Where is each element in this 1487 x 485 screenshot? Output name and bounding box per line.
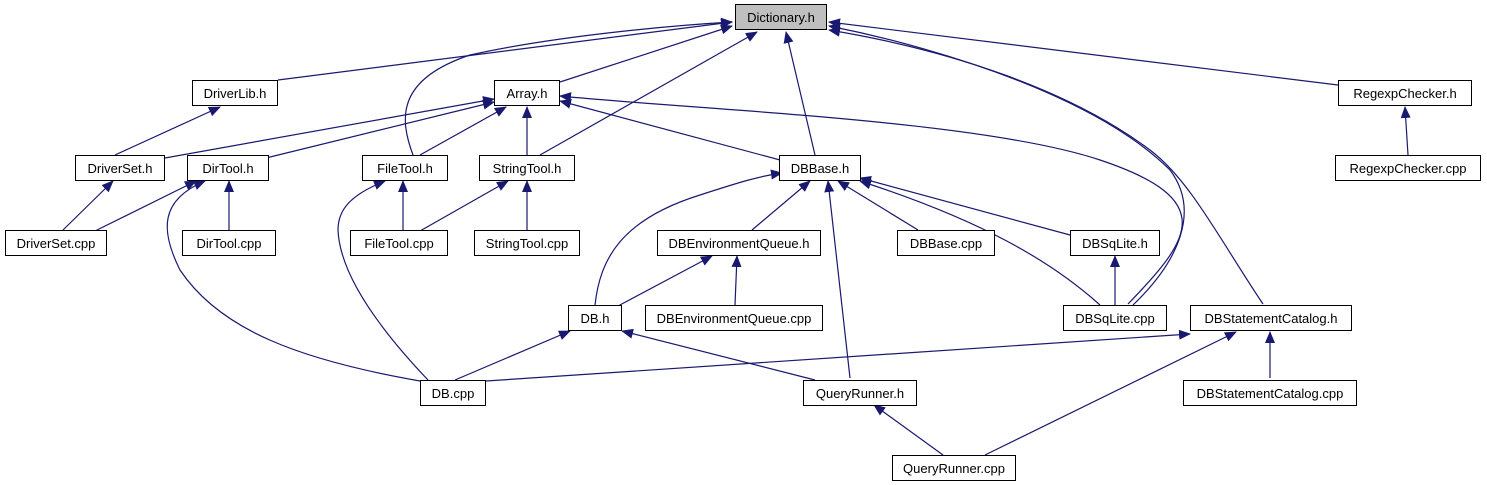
edge-dbbasecpp-to-dbbase [837,180,919,231]
node-dbstatementcatalog-cpp[interactable]: DBStatementCatalog.cpp [1183,380,1357,406]
node-dbbase-cpp[interactable]: DBBase.cpp [897,230,995,256]
node-queryrunner-h[interactable]: QueryRunner.h [803,380,917,406]
edge-dbbase-to-array [559,99,781,161]
node-dbenvironmentqueue-h[interactable]: DBEnvironmentQueue.h [657,230,821,256]
node-dirtool-h[interactable]: DirTool.h [187,155,269,181]
node-stringtool-cpp[interactable]: StringTool.cpp [474,230,580,256]
node-regexpchecker-h[interactable]: RegexpChecker.h [1338,80,1472,106]
node-filetool-cpp[interactable]: FileTool.cpp [350,230,448,256]
node-regexpchecker-cpp[interactable]: RegexpChecker.cpp [1335,155,1481,181]
node-driverset-cpp[interactable]: DriverSet.cpp [5,230,107,256]
node-dirtool-cpp[interactable]: DirTool.cpp [182,230,276,256]
edge-filetool-to-dictionary [404,17,733,156]
edge-queryrunnercpp-to-queryrunner [873,404,944,456]
edge-dbcpp-to-filetool [337,180,429,381]
edge-driversetcpp-to-dirtool [94,180,197,232]
edge-queryrunner-to-dbbase [824,180,851,379]
node-dictionary-h: Dictionary.h [735,4,827,30]
edge-dbbase-to-dictionary [783,31,816,156]
node-driverset-h[interactable]: DriverSet.h [75,155,165,181]
edge-driverset-to-array [164,96,495,159]
edge-dbsqlitecpp-to-dbbase [859,179,1101,306]
edge-driverlib-to-dictionary [277,18,733,81]
edge-dbsqlite-to-dictionary [828,23,1185,306]
edge-array-to-dictionary [559,24,733,83]
node-db-cpp[interactable]: DB.cpp [420,380,486,406]
node-dbsqlite-h[interactable]: DBSqLite.h [1070,230,1160,256]
edge-dbenvqcpp-to-dbenvq [731,255,742,306]
edge-stringtool-to-dictionary [539,31,758,156]
node-filetool-h[interactable]: FileTool.h [362,155,448,181]
node-stringtool-h[interactable]: StringTool.h [479,155,575,181]
edge-dbstatementcatalog-to-dictionary [828,26,1264,305]
node-db-h[interactable]: DB.h [568,305,622,331]
node-dbenvironmentqueue-cpp[interactable]: DBEnvironmentQueue.cpp [645,305,823,331]
edge-dbsqliteh-to-dbbase [859,176,1071,236]
edge-dbcpp-to-dirtool [166,180,421,382]
edge-filetool-to-array [419,106,507,156]
edge-queryrunner-to-dbh [621,328,816,381]
edge-queryrunnercpp-to-dbstatementcatalog [984,331,1237,456]
edge-regexpchecker-to-dictionary [828,18,1339,86]
edge-regexpcheckercpp-to-regexpchecker [1400,106,1411,156]
edge-dbenvq-to-dbbase [751,180,811,231]
edge-dbsqlite-to-array [559,92,1183,305]
edge-dbcpp-to-dbstatementcatalog [485,329,1191,382]
edge-driverset-to-driverlib [114,106,221,156]
node-array-h[interactable]: Array.h [494,80,560,106]
edge-dbcpp-to-dbh [454,330,571,381]
node-dbbase-h[interactable]: DBBase.h [779,155,861,181]
edge-filetoolcpp-to-stringtool [419,180,509,232]
edge-dirtool-to-array [265,99,495,159]
edge-driversetcpp-to-driverset [62,180,114,231]
node-driverlib-h[interactable]: DriverLib.h [192,80,278,106]
node-dbstatementcatalog-h[interactable]: DBStatementCatalog.h [1190,305,1352,331]
edge-dbh-to-dbenvq [617,255,713,307]
node-dbsqlite-cpp[interactable]: DBSqLite.cpp [1063,305,1167,331]
node-queryrunner-cpp[interactable]: QueryRunner.cpp [892,455,1016,481]
edge-dbh-to-dbbase [594,169,783,306]
